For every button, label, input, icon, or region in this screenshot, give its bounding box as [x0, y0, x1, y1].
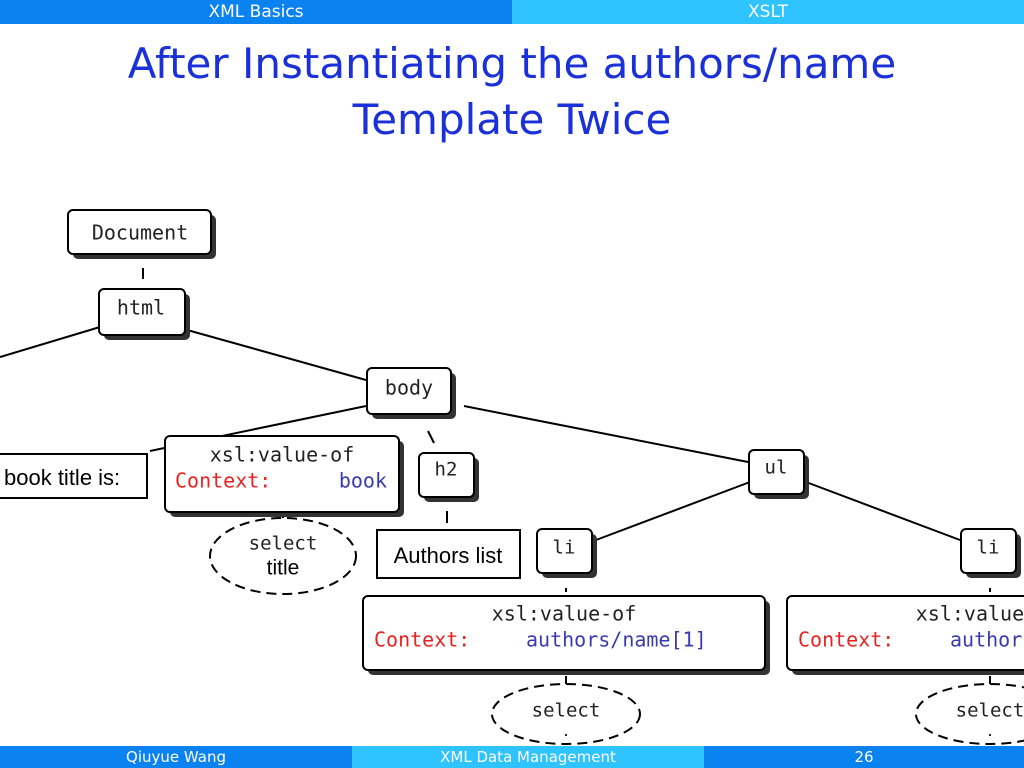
- valueof-book-context-key: Context:: [175, 469, 271, 493]
- node-html-label: html: [117, 296, 165, 320]
- node-valueof-author2: [786, 595, 1024, 671]
- slide-title: After Instantiating the authors/name Tem…: [0, 36, 1024, 148]
- node-h2: [418, 452, 475, 498]
- text-node-book-title-label: book title is:: [4, 465, 120, 490]
- node-body: [366, 367, 452, 415]
- valueof-author2-context-value: authors/name[2]: [950, 628, 1024, 652]
- node-valueof-book: [164, 435, 400, 513]
- select-ellipse-author2: [915, 683, 1024, 745]
- node-valueof-author1: [362, 595, 766, 671]
- valueof-book-context-value: book: [339, 469, 387, 493]
- select-ellipse-title: [209, 517, 357, 595]
- text-node-authors-list-label: Authors list: [394, 543, 503, 568]
- node-li-1: [536, 528, 593, 574]
- edge-ul-li1: [595, 481, 751, 541]
- node-li-1-label: li: [553, 537, 576, 559]
- node-body-label: body: [385, 376, 433, 400]
- node-html: [98, 288, 186, 336]
- select-author1-expr: .: [563, 720, 568, 740]
- edge-html-body: [179, 327, 367, 381]
- node-ul-label: ul: [765, 457, 788, 479]
- valueof-book-label: xsl:value-of: [210, 443, 355, 467]
- select-author2-keyword: select: [956, 700, 1024, 722]
- header-bar: XML Basics XSLT: [0, 0, 1024, 24]
- text-node-authors-list: [376, 529, 521, 579]
- valueof-author1-context-key: Context:: [374, 628, 470, 652]
- select-ellipse-author1: [491, 683, 641, 745]
- node-document: [67, 209, 212, 255]
- node-document-label: Document: [92, 221, 188, 245]
- edge-body-h2: [427, 430, 435, 444]
- valueof-author2-context-key: Context:: [798, 628, 894, 652]
- valueof-author1-label: xsl:value-of: [492, 602, 637, 626]
- header-section-right[interactable]: XSLT: [512, 0, 1024, 24]
- node-ul: [748, 449, 805, 495]
- edge-body-ul: [463, 405, 749, 463]
- text-node-book-title: [0, 453, 148, 499]
- edge-ul-li2: [805, 481, 961, 541]
- select-author2-expr: .: [987, 720, 992, 740]
- slide-title-line1: After Instantiating the authors/name: [127, 39, 897, 88]
- footer-page-number: 26: [704, 746, 1024, 768]
- footer-bar: Qiuyue Wang XML Data Management 26: [0, 746, 1024, 768]
- footer-author: Qiuyue Wang: [0, 746, 352, 768]
- select-title-keyword: select: [249, 533, 318, 555]
- slide-title-line2: Template Twice: [352, 95, 672, 144]
- select-title-expr: title: [267, 557, 300, 580]
- node-li-2: [960, 528, 1017, 574]
- edge-html-offscreen: [0, 326, 101, 358]
- valueof-author1-context-value: authors/name[1]: [526, 628, 707, 652]
- footer-course: XML Data Management: [352, 746, 704, 768]
- valueof-author2-label: xsl:value-of: [916, 602, 1024, 626]
- select-author1-keyword: select: [532, 700, 601, 722]
- node-h2-label: h2: [435, 459, 458, 481]
- node-li-2-label: li: [977, 537, 1000, 559]
- header-section-left[interactable]: XML Basics: [0, 0, 512, 24]
